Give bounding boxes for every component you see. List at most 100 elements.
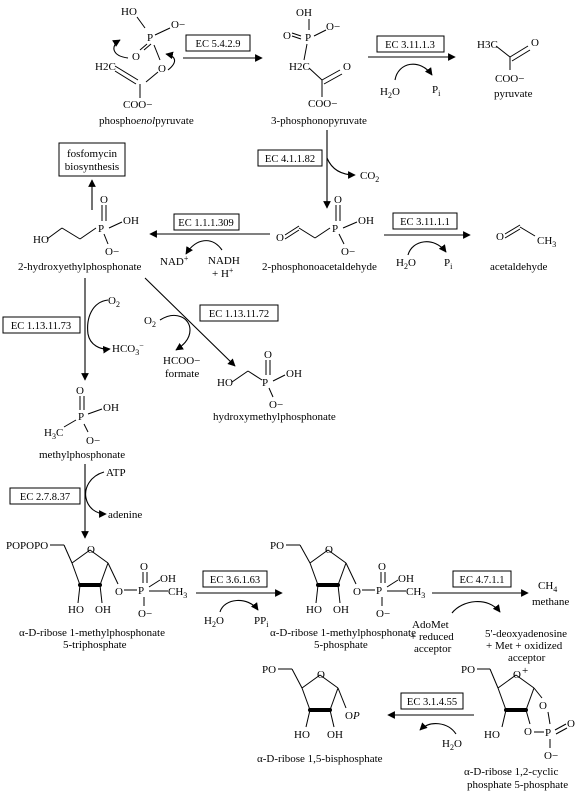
cosubstrate-arrow — [326, 157, 356, 179]
co2-label: CO2 — [360, 170, 379, 184]
atom-ho: HO — [33, 234, 49, 246]
water-label: H2O — [442, 738, 462, 752]
cosubstrate-arrow — [159, 315, 191, 351]
enzyme-box — [199, 304, 279, 322]
atom-o-minus: O− — [326, 21, 340, 33]
atom-o: O — [100, 194, 108, 206]
atom-ho: HO — [294, 729, 310, 741]
acetaldehyde-structure: O CH3 — [496, 224, 556, 249]
atom-o: O — [158, 63, 166, 75]
atom-ho: HO — [484, 729, 500, 741]
atom-coo-minus: COO− — [123, 99, 152, 111]
atom-h3c: H3C — [477, 39, 498, 51]
ribose-cyclic-phosphate-structure: PO O HO O O P O O− — [461, 664, 575, 762]
atom-o-minus: O− — [269, 399, 283, 411]
fosfomycin-box — [58, 142, 126, 177]
atom-ho: HO — [217, 377, 233, 389]
atom-o: O — [531, 37, 539, 49]
atom-po: PO — [270, 540, 284, 552]
deoxyadenosine-label: 5'-deoxyadenosine — [485, 628, 567, 640]
ch4-label: CH4 — [538, 580, 557, 594]
cosubstrate-arrow — [419, 722, 457, 735]
hydroxymethylphosphonate-structure: HO P O OH O− — [217, 349, 302, 411]
atom-o: O — [567, 718, 575, 730]
cosubstrate-arrow — [85, 471, 107, 518]
deoxyadenosine-label: + — [522, 665, 528, 677]
compound-label: 3-phosphonopyruvate — [271, 115, 367, 127]
cosubstrate-arrow — [185, 240, 223, 255]
enzyme-label: EC 2.7.8.37 — [20, 492, 70, 503]
enzyme-label: EC 4.7.1.1 — [460, 575, 505, 586]
enzyme-label: EC 4.1.1.82 — [265, 154, 315, 165]
atom-popopo: POPOPO — [6, 540, 48, 552]
atom-p: P — [138, 585, 144, 597]
atom-o-minus: O− — [341, 246, 355, 258]
atom-o: O — [524, 726, 532, 738]
atom-o: O — [132, 51, 140, 63]
pi-label: Pi — [444, 257, 453, 271]
enzyme-label: EC 5.4.2.9 — [196, 39, 241, 50]
ribose-phosphate-structure: PO O HO OH O P O OH CH3 O− — [270, 540, 425, 620]
atom-h3c: H3C — [44, 427, 63, 441]
atom-o: O — [283, 30, 291, 42]
compound-label: formate — [165, 368, 199, 380]
cosubstrate-arrow — [394, 63, 433, 81]
atom-o-minus: O− — [376, 608, 390, 620]
atom-oh: OH — [160, 573, 176, 585]
enzyme-box — [257, 149, 323, 167]
compound-label: methylphosphonate — [39, 449, 125, 461]
compound-label: phosphoenolpyruvate — [99, 115, 194, 127]
atom-o: O — [76, 385, 84, 397]
atom-ch3: CH3 — [168, 586, 187, 600]
atom-o-minus: O− — [544, 750, 558, 762]
compound-label: α-D-ribose 1,2-cyclic — [464, 766, 558, 778]
atom-o: O — [539, 700, 547, 712]
atom-coo-minus: COO− — [308, 98, 337, 110]
atom-oh: OH — [333, 604, 349, 616]
cosubstrate-arrow — [87, 299, 111, 354]
atom-ch3: CH3 — [406, 586, 425, 600]
compound-label: acetaldehyde — [490, 261, 548, 273]
atom-p: P — [262, 377, 268, 389]
cosubstrate-arrow — [407, 241, 447, 256]
ppi-label: PPi — [254, 615, 269, 629]
nadh-label: NADH — [208, 255, 240, 267]
atom-o: O — [343, 61, 351, 73]
atom-coo-minus: COO− — [495, 73, 524, 85]
enzyme-box — [400, 692, 464, 710]
atom-oh: OH — [296, 7, 312, 19]
atom-oh: OH — [327, 729, 343, 741]
atom-p: P — [305, 32, 311, 44]
water-label: H2O — [380, 86, 400, 100]
atom-p: P — [545, 727, 551, 739]
enzyme-label: EC 3.11.1.1 — [400, 217, 450, 228]
compound-label: hydroxymethylphosphonate — [213, 411, 336, 423]
atom-p: P — [147, 32, 153, 44]
atom-oh: OH — [123, 215, 139, 227]
enzyme-box — [452, 570, 512, 588]
phosphoenolpyruvate-structure: HO P O− O O H2C COO− — [95, 6, 185, 111]
phosphonoacetaldehyde-structure: O P O OH O− — [276, 194, 374, 258]
enzyme-box — [185, 34, 251, 52]
atom-o: O — [115, 586, 123, 598]
hcoo-label: HCOO− — [163, 355, 200, 367]
compound-label: 2-phosphonoacetaldehyde — [262, 261, 377, 273]
atom-p: P — [376, 585, 382, 597]
atom-o: O — [87, 544, 95, 556]
compound-label: α-D-ribose 1-methylphosphonate — [270, 627, 416, 639]
ribose-bisphosphate-structure: PO O HO OH OP — [262, 664, 360, 741]
enzyme-box — [202, 570, 268, 588]
atom-p: P — [78, 411, 84, 423]
water-label: H2O — [396, 257, 416, 271]
adenine-label: adenine — [108, 509, 142, 521]
atom-ho: HO — [306, 604, 322, 616]
atom-o: O — [496, 231, 504, 243]
adomet-label: + reduced — [410, 631, 454, 643]
compound-label: 5-phosphate — [314, 639, 368, 651]
enzyme-label: EC 3.11.1.3 — [385, 40, 435, 51]
atom-o-minus: O− — [171, 19, 185, 31]
atom-o-minus: O− — [138, 608, 152, 620]
pyruvate-structure: H3C O COO− — [477, 37, 539, 85]
cosubstrate-arrow — [451, 601, 501, 614]
